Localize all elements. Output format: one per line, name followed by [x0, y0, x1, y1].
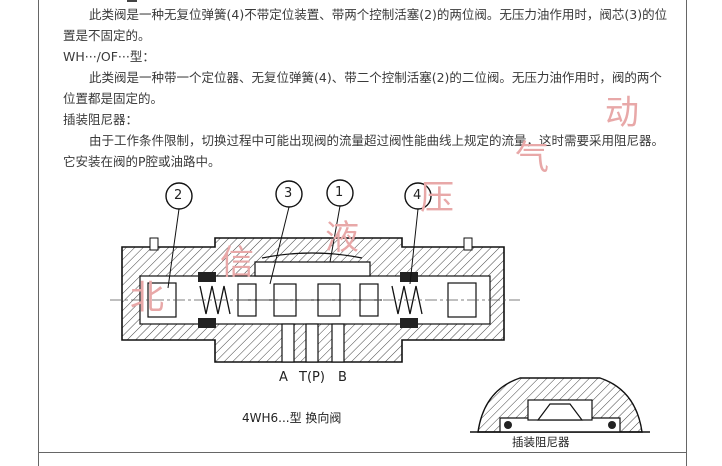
top-mark	[127, 0, 137, 2]
callout-4	[404, 182, 432, 285]
callout-2	[165, 182, 193, 289]
callout-label-4: 4	[413, 188, 422, 203]
damper-caption: 插装阻尼器	[512, 435, 570, 449]
watermark-char: 北	[130, 278, 164, 318]
valve-caption: 4WH6...型 换向阀	[242, 411, 342, 425]
watermark-char: 信	[220, 243, 254, 283]
watermark-char: 气	[515, 138, 549, 178]
frame-left-border	[38, 0, 39, 466]
callout-3	[269, 180, 303, 285]
port-label-a: A	[279, 370, 288, 385]
model-heading: WH···/OF···型：	[63, 49, 155, 64]
paragraph-no-spring: 此类阀是一种无复位弹簧(4)不带定位装置、带两个控制活塞(2)的两位阀。无压力油…	[63, 7, 668, 43]
callout-label-3: 3	[284, 186, 293, 201]
callout-label-2: 2	[174, 188, 183, 203]
damper-heading: 插装阻尼器：	[63, 112, 139, 127]
watermark-char: 液	[325, 218, 359, 258]
watermark-char: 动	[605, 93, 639, 133]
callout-label-1: 1	[335, 185, 344, 200]
damper-drawing	[470, 377, 650, 433]
callout-1	[326, 179, 354, 263]
paragraph-damper: 由于工作条件限制，切换过程中可能出现阀的流量超过阀性能曲线上规定的流量，这时需要…	[63, 133, 665, 169]
watermark-char: 压	[420, 178, 454, 218]
description-text: 此类阀是一种无复位弹簧(4)不带定位装置、带两个控制活塞(2)的两位阀。无压力油…	[63, 4, 673, 172]
port-label-b: B	[338, 370, 347, 385]
frame-bottom-border	[38, 452, 687, 453]
frame-right-border	[686, 0, 687, 466]
port-label-tp: T(P)	[299, 370, 325, 385]
valve-body	[110, 237, 520, 363]
paragraph-detent: 此类阀是一种带一个定位器、无复位弹簧(4)、带二个控制活塞(2)的二位阀。无压力…	[63, 70, 662, 106]
watermark: 北 信 液 压 气 动	[90, 60, 710, 380]
